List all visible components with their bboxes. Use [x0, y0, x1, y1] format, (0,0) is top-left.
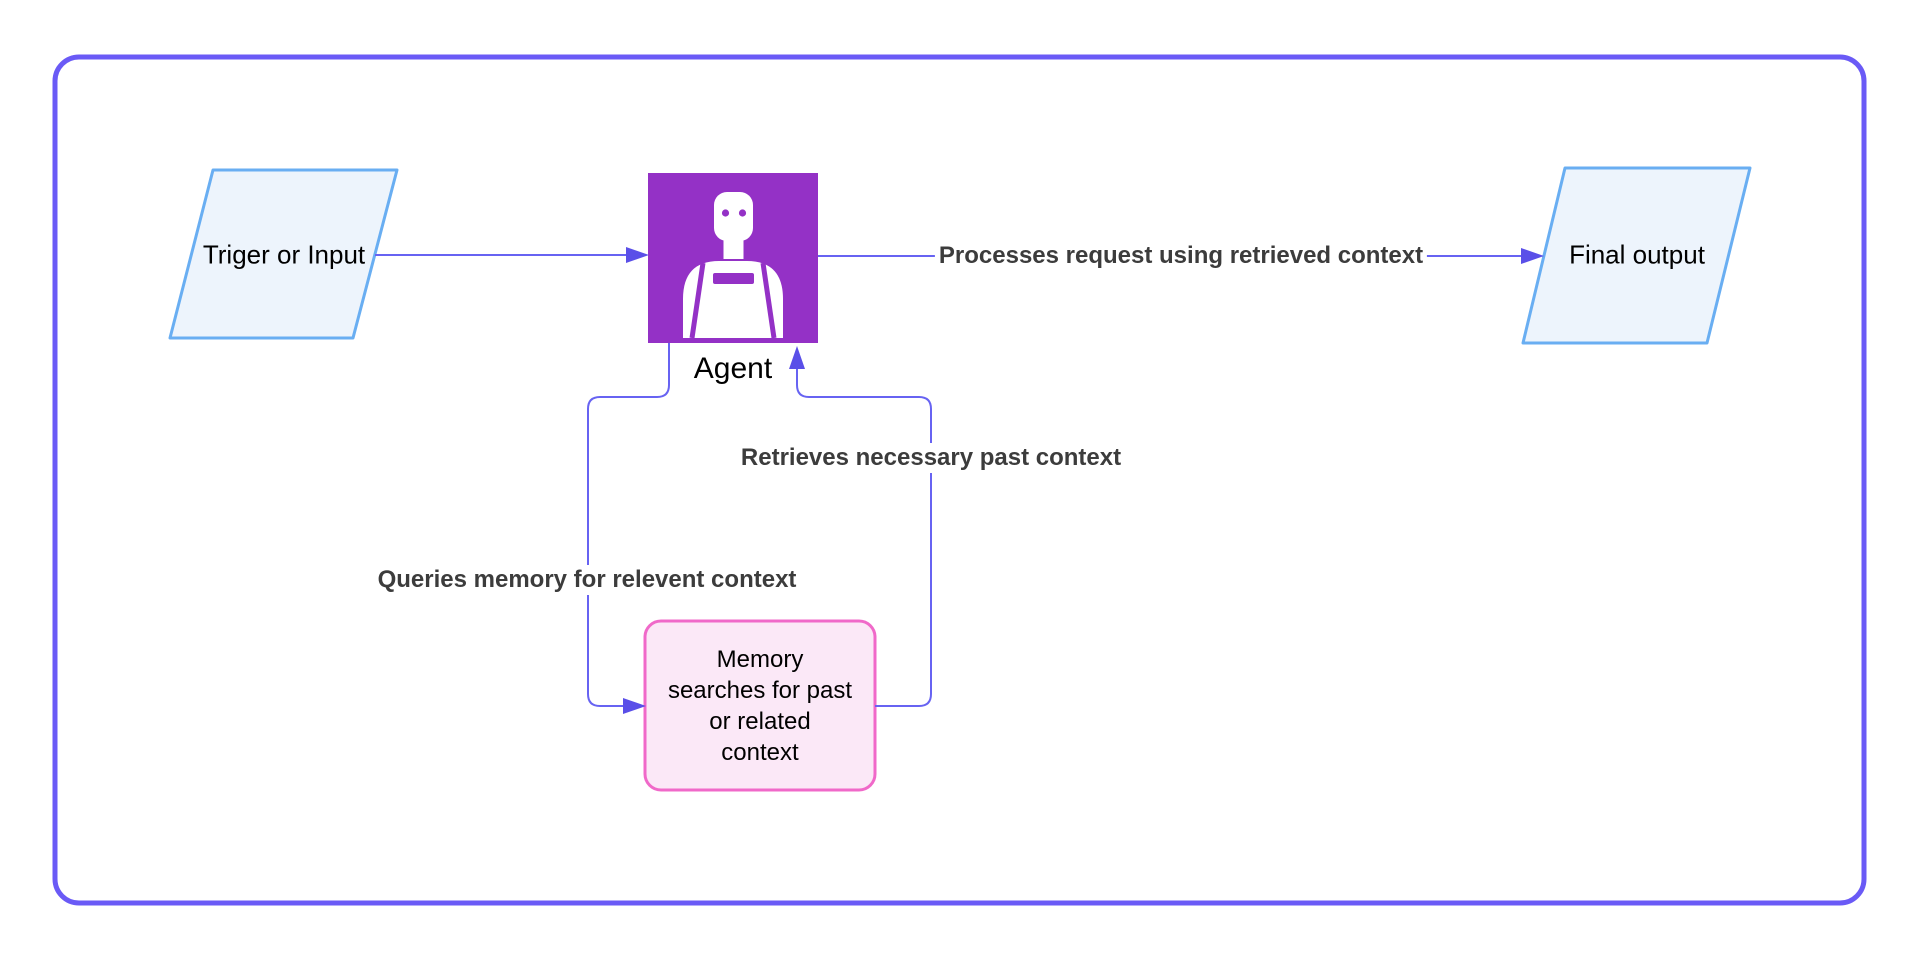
robot-chest-slot [713, 273, 754, 284]
robot-icon [683, 192, 783, 339]
edge-label-processes-request: Processes request using retrieved contex… [934, 241, 1428, 271]
agent-node-label: Agent [693, 352, 773, 385]
diagram-frame [52, 54, 1867, 906]
arrowhead-trigger-to-agent [626, 247, 649, 263]
robot-arm-seam-left [689, 262, 706, 339]
edge-label-queries-memory: Queries memory for relevent context [373, 565, 801, 595]
robot-head [714, 192, 753, 241]
arrowhead-agent-to-final [1521, 248, 1544, 264]
trigger-node-label: Triger or Input [202, 239, 366, 270]
final-output-node-label: Final output [1569, 239, 1705, 270]
edge-agent-to-memory [587, 343, 670, 707]
robot-eye-right [738, 209, 747, 217]
edge-memory-to-agent [796, 369, 932, 707]
trigger-node-shape[interactable] [168, 168, 399, 340]
arrowhead-memory-to-agent [789, 346, 805, 369]
robot-eye-left [721, 209, 730, 217]
memory-node-label: Memory searches for past or related cont… [667, 646, 853, 766]
robot-torso [683, 261, 783, 338]
robot-arm-seam-right [760, 262, 777, 339]
final-output-node-shape[interactable] [1521, 166, 1752, 345]
robot-neck [723, 239, 744, 259]
arrowhead-agent-to-memory [623, 698, 646, 714]
edge-label-retrieves-context: Retrieves necessary past context [736, 443, 1126, 473]
